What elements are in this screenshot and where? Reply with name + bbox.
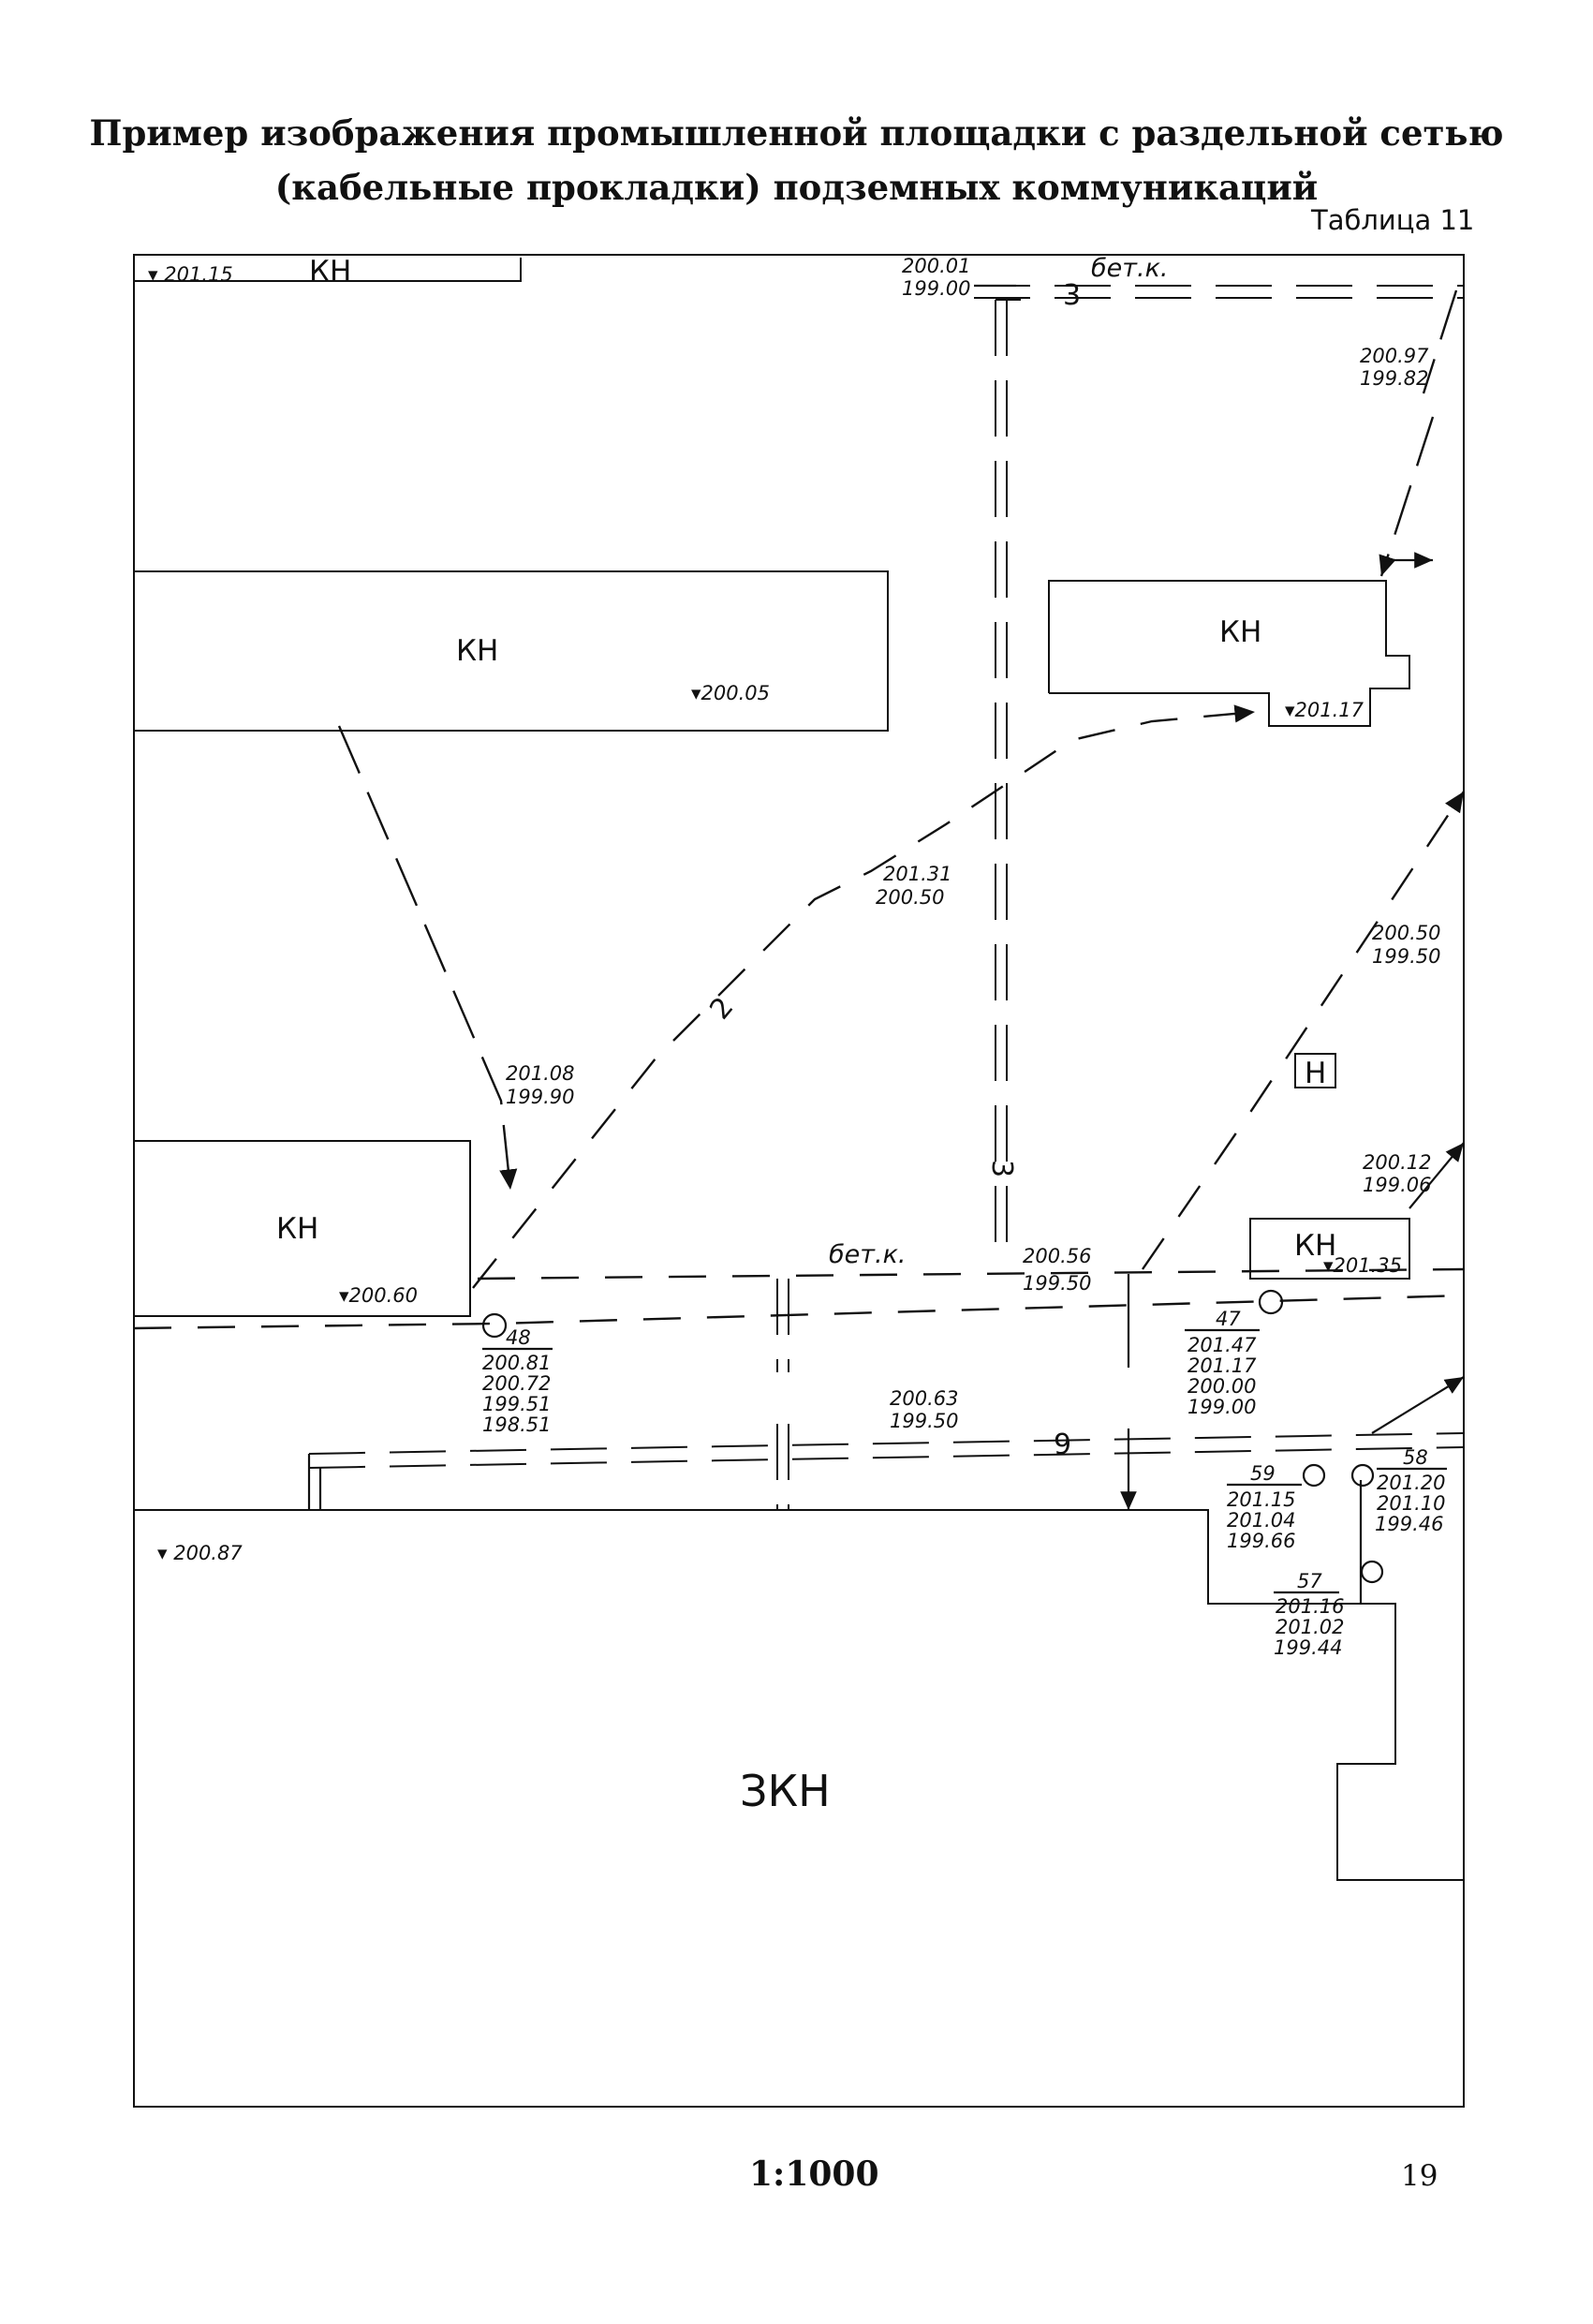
well-47-v2: 201.17: [1187, 1354, 1257, 1377]
point-7-bottom: 199.50: [1023, 1272, 1091, 1295]
elevation-4: ▾200.60: [339, 1284, 418, 1307]
channel-number-3-vertical: 3: [985, 1160, 1018, 1177]
point-3-bottom: 200.50: [876, 886, 944, 909]
point-6-bottom: 199.06: [1363, 1174, 1431, 1196]
table-label: Таблица 11: [1311, 204, 1475, 236]
well-59: [1302, 1463, 1326, 1488]
zone-kn-top: КН: [309, 255, 351, 289]
well-59-v3: 199.66: [1227, 1530, 1295, 1552]
elevation-2: ▾200.05: [691, 682, 770, 704]
point-5-bottom: 199.90: [506, 1086, 574, 1108]
channel-number-9: 9: [1054, 1428, 1071, 1461]
channel-label-bet-top: бет.к.: [1091, 254, 1168, 283]
point-8-bottom: 199.50: [890, 1410, 958, 1432]
well-57: [1360, 1560, 1384, 1584]
well-58-v3: 199.46: [1375, 1513, 1443, 1535]
zone-kn-lower-left: КН: [276, 1212, 318, 1246]
well-57-v2: 201.02: [1276, 1616, 1344, 1638]
line-top-right: [1381, 289, 1458, 576]
well-48-number: 48: [506, 1326, 531, 1349]
zone-zkn: ЗКН: [740, 1766, 831, 1816]
elevation-5: ▾201.35: [1323, 1254, 1402, 1277]
well-58-v1: 201.20: [1377, 1472, 1445, 1494]
point-1-bottom: 199.00: [902, 277, 970, 300]
well-58-v2: 201.10: [1377, 1492, 1445, 1515]
map-scale: 1:1000: [749, 2154, 879, 2194]
well-48-v4: 198.51: [482, 1414, 551, 1436]
well-47-v1: 201.47: [1187, 1334, 1257, 1356]
point-8-top: 200.63: [890, 1387, 958, 1410]
well-59-number: 59: [1250, 1462, 1276, 1485]
line-2-diagonal: [472, 704, 1256, 1289]
well-58-number: 58: [1403, 1446, 1428, 1469]
line-left-diagonal: [337, 725, 518, 1191]
well-47: [1258, 1289, 1284, 1315]
point-1-top: 200.01: [902, 255, 970, 277]
well-57-v1: 201.16: [1276, 1595, 1344, 1618]
zone-kn-right: КН: [1219, 615, 1261, 649]
elevation-1: ▾ 201.15: [148, 263, 233, 286]
building-kn-small: [1249, 1218, 1410, 1280]
channel-vertical-main: [974, 285, 1464, 1265]
point-2-bottom: 199.82: [1360, 367, 1428, 390]
well-59-v2: 201.04: [1227, 1509, 1295, 1532]
point-4-bottom: 199.50: [1372, 945, 1440, 968]
well-58: [1350, 1463, 1375, 1488]
channel-label-bet-mid: бет.к.: [829, 1240, 906, 1269]
zone-kn-left: КН: [456, 634, 498, 668]
well-57-v3: 199.44: [1274, 1636, 1342, 1659]
point-4-top: 200.50: [1372, 922, 1440, 944]
point-5-top: 201.08: [506, 1062, 574, 1085]
zone-kn-small: КН: [1294, 1229, 1336, 1263]
well-48-v2: 200.72: [482, 1372, 551, 1395]
well-48-v3: 199.51: [482, 1393, 551, 1415]
building-kn-left: [133, 570, 889, 732]
building-n: [1294, 1053, 1336, 1088]
zone-zkn-boundary: [134, 1509, 1464, 1881]
building-kn-right: [1048, 580, 1410, 727]
well-47-v4: 199.00: [1187, 1396, 1256, 1418]
point-6-top: 200.12: [1363, 1151, 1431, 1174]
point-7-top: 200.56: [1023, 1245, 1091, 1267]
well-48-v1: 200.81: [482, 1352, 551, 1374]
channel-horizontal-lower: [308, 1432, 1465, 1469]
zone-n: Н: [1305, 1057, 1326, 1090]
channel-vertical-mid: [776, 1279, 789, 1510]
plan-frame: [133, 254, 1465, 2108]
channel-number-2: 2: [703, 991, 740, 1026]
well-59-v1: 201.15: [1227, 1488, 1295, 1511]
building-top-left: [134, 258, 522, 282]
title-line-2: (кабельные прокладки) подземных коммуник…: [274, 167, 1319, 208]
line-right-diagonal: [1142, 791, 1465, 1270]
point-2-top: 200.97: [1360, 345, 1429, 367]
line-horizontal-upper: [477, 1267, 1465, 1280]
well-48: [481, 1312, 508, 1339]
elevation-3: ▾201.17: [1285, 699, 1364, 721]
building-kn-lower-left: [134, 1140, 471, 1317]
channel-number-3-top: 3: [1063, 279, 1081, 312]
page-number: 19: [1401, 2159, 1438, 2193]
elevation-6: ▾ 200.87: [157, 1542, 243, 1564]
well-47-number: 47: [1216, 1308, 1241, 1330]
well-47-v3: 200.00: [1187, 1375, 1256, 1398]
title-line-1: Пример изображения промышленной площадки…: [89, 112, 1504, 154]
point-3-top: 201.31: [883, 863, 951, 885]
well-57-number: 57: [1297, 1570, 1322, 1592]
